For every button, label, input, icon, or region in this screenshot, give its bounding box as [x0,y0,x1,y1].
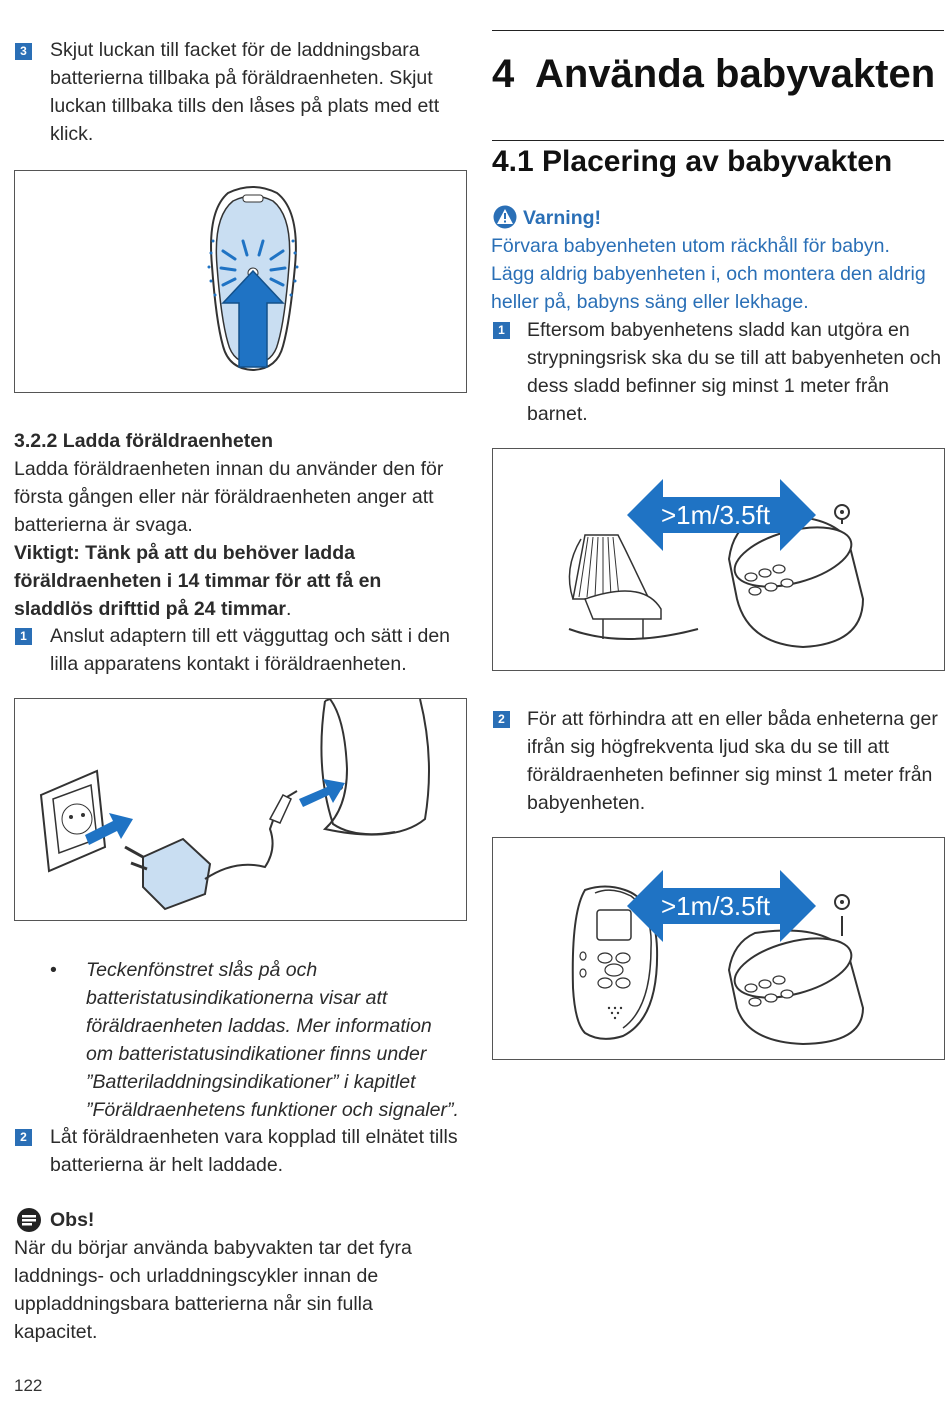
right-step-1-text: Eftersom babyenhetens sladd kan utgöra e… [527,319,942,425]
step-number-2: 2 [15,1129,32,1146]
figure-battery-cover [14,170,467,393]
note-text: När du börjar använda babyvakten tar det… [14,1237,412,1343]
section-title-4-1: 4.1 Placering av babyvakten [492,145,893,178]
bullet-symbol: • [50,959,57,981]
warning-text: Förvara babyenheten utom räckhåll för ba… [491,235,926,313]
figure-distance-crib: >1m/3.5ft [492,448,945,671]
warning-label: Varning! [523,207,602,229]
warning-icon [493,205,517,229]
right-step-number-1: 1 [493,322,510,339]
distance-label-1: >1m/3.5ft [660,500,771,530]
step-number-1: 1 [15,628,32,645]
chapter-rule [492,30,944,31]
crib-and-baby-unit-illustration [568,479,865,649]
important-end: . [285,598,292,620]
note-label: Obs! [50,1209,95,1231]
section-title-3-2-2: 3.2.2 Ladda föräldraenheten [14,430,273,452]
distance-label-2: >1m/3.5ft [660,891,771,921]
note-icon [16,1207,42,1233]
parent-unit-back-illustration [207,186,299,372]
important-paragraph: Viktigt: Tänk på att du behöver ladda fö… [14,539,464,623]
right-step-number-2: 2 [493,711,510,728]
important-text: Viktigt: Tänk på att du behöver ladda fö… [14,542,382,620]
step-2-text: Låt föräldraenheten vara kopplad till el… [50,1126,458,1176]
chapter-title: 4 Använda babyvakten [492,52,936,96]
figure-distance-units: >1m/3.5ft [492,837,945,1060]
right-step-2-text: För att förhindra att en eller båda enhe… [527,708,938,814]
adapter-illustration [39,697,430,911]
page-number: 122 [14,1376,43,1395]
parent-and-baby-unit-illustration [571,870,865,1046]
step-1-text: Anslut adaptern till ett vägguttag och s… [50,625,451,675]
step-number-3: 3 [15,43,32,60]
bullet-text: Teckenfönstret slås på och batteristatus… [86,959,459,1121]
section-body: Ladda föräldraenheten innan du använder … [14,458,444,536]
section-rule [492,140,944,141]
figure-adapter [14,697,467,921]
step-3-text: Skjut luckan till facket för de laddning… [50,39,440,145]
